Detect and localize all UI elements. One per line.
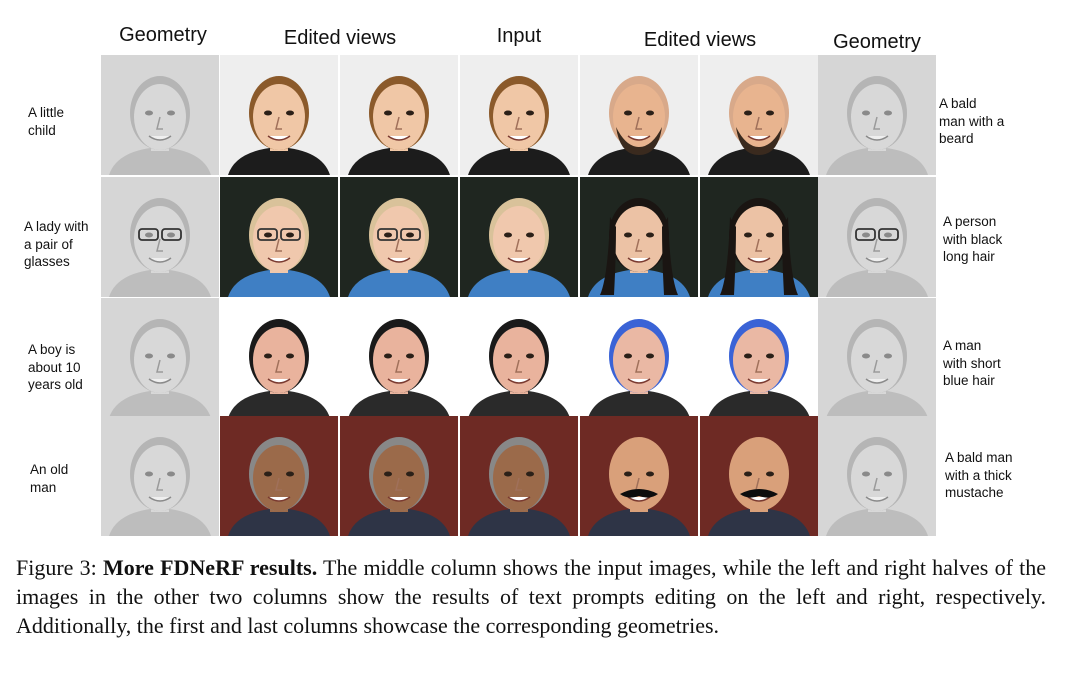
face-image-row-3-edited-right (700, 298, 818, 418)
header-input: Input (496, 25, 542, 47)
face-image-row-2-input (460, 177, 578, 297)
face-image-row-2-geometry (818, 177, 936, 297)
face-image-row-3-edited-left (220, 298, 338, 418)
face-image-row-1-input (460, 55, 578, 175)
face-image-row-1-edited-left (340, 55, 458, 175)
face-image-row-4-geometry (101, 416, 219, 536)
header-edited-views-right: Edited views (643, 29, 757, 51)
face-image-row-1-geometry (101, 55, 219, 175)
left-prompt-row-3: A boy is about 10 years old (28, 342, 83, 392)
face-image-row-3-geometry (101, 298, 219, 418)
face-image-row-4-edited-right (700, 416, 818, 536)
caption-prefix: Figure 3: (16, 555, 103, 580)
face-image-row-1-edited-right (700, 55, 818, 175)
face-image-row-4-input (460, 416, 578, 536)
face-image-row-4-geometry (818, 416, 936, 536)
left-prompt-row-4: An old man (30, 462, 69, 495)
face-image-row-2-geometry (101, 177, 219, 297)
face-image-row-2-edited-right (700, 177, 818, 297)
face-image-row-1-edited-left (220, 55, 338, 175)
right-prompt-row-1: A bald man with a beard (939, 96, 1005, 146)
figure-caption: Figure 3: More FDNeRF results. The middl… (16, 553, 1046, 640)
header-geometry-left: Geometry (119, 24, 207, 46)
left-prompt-row-1: A little child (28, 105, 65, 138)
face-image-row-2-edited-left (340, 177, 458, 297)
header-edited-views-left: Edited views (283, 27, 397, 49)
caption-body: The middle column shows the input images… (16, 555, 1046, 638)
caption-title: More FDNeRF results. (102, 555, 318, 580)
face-image-row-2-edited-left (220, 177, 338, 297)
right-prompt-row-4: A bald man with a thick mustache (945, 450, 1013, 500)
face-image-row-4-edited-left (340, 416, 458, 536)
face-image-row-4-edited-left (220, 416, 338, 536)
face-image-row-4-edited-right (580, 416, 698, 536)
face-image-row-1-geometry (818, 55, 936, 175)
face-image-row-2-edited-right (580, 177, 698, 297)
right-prompt-row-2: A person with black long hair (943, 214, 1003, 264)
face-image-row-3-input (460, 298, 578, 418)
header-geometry-right: Geometry (833, 31, 921, 53)
left-prompt-row-2: A lady with a pair of glasses (24, 219, 89, 269)
face-image-row-3-edited-left (340, 298, 458, 418)
right-prompt-row-3: A man with short blue hair (943, 338, 1001, 388)
face-image-row-3-geometry (818, 298, 936, 418)
face-image-row-1-edited-right (580, 55, 698, 175)
face-image-row-3-edited-right (580, 298, 698, 418)
